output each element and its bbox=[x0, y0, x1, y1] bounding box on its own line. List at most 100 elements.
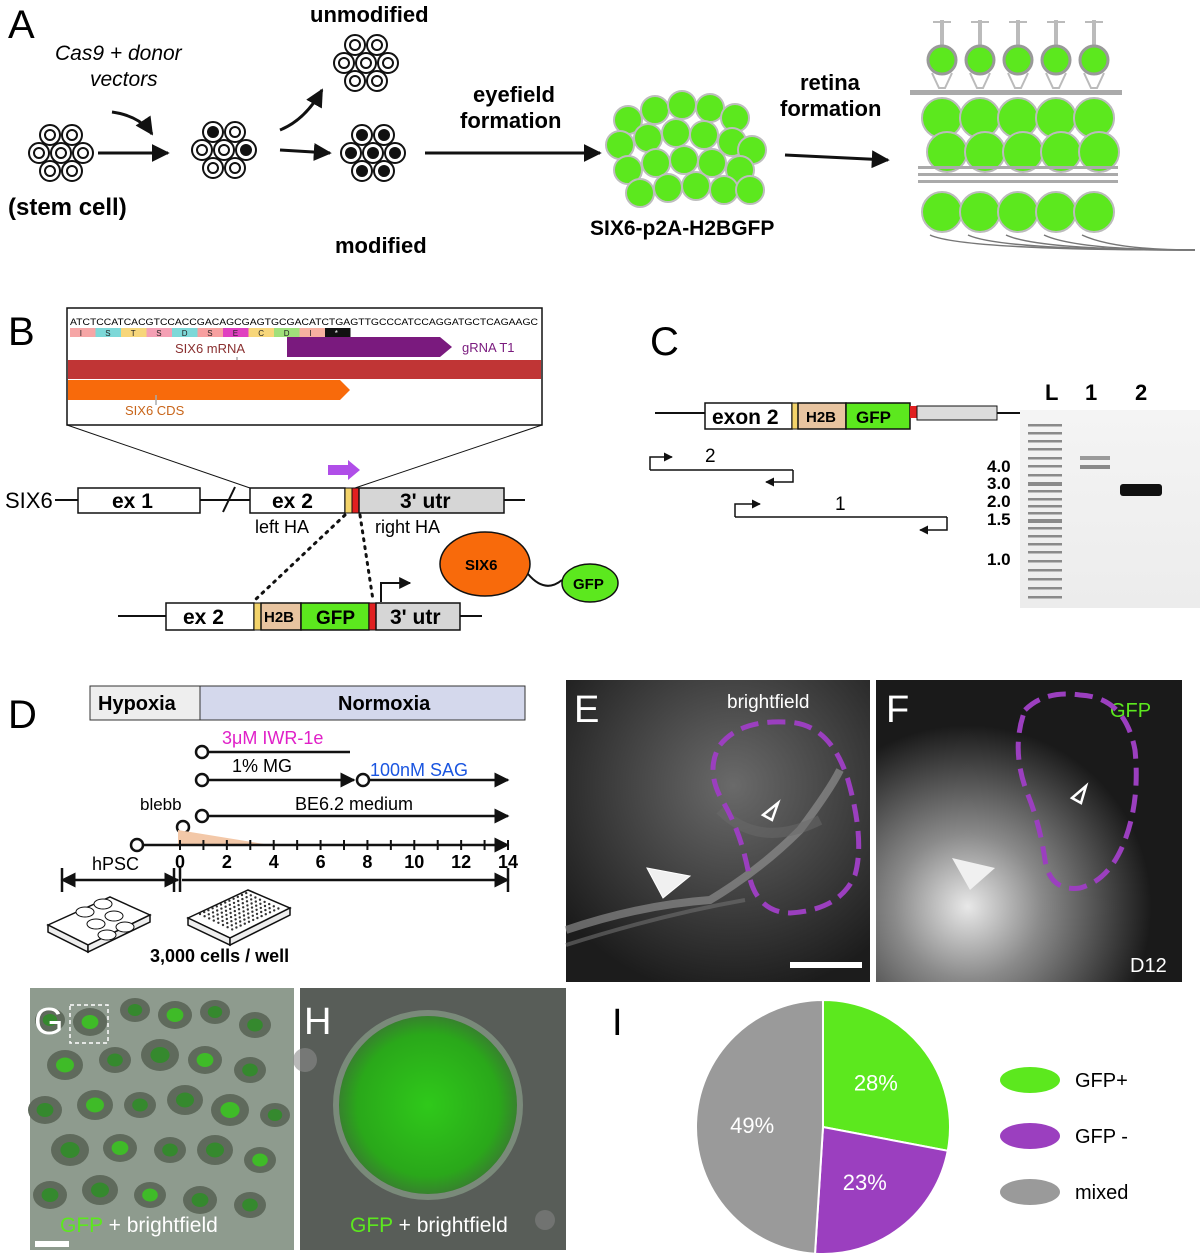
panel-h: H GFP + brightfield bbox=[293, 988, 566, 1250]
donor-ex2-label: ex 2 bbox=[183, 606, 224, 629]
panel-f: F GFP D12 bbox=[876, 680, 1182, 982]
pie-legend: GFP+ GFP - mixed bbox=[1000, 1067, 1128, 1205]
stem-cell-label: (stem cell) bbox=[8, 194, 127, 221]
day-tick-label: 2 bbox=[222, 852, 232, 872]
arrow-to-modified bbox=[279, 143, 332, 162]
eyefield-cell bbox=[709, 175, 739, 205]
amino-acid-letter: T bbox=[131, 329, 136, 338]
eyefield-cell bbox=[689, 120, 719, 150]
ladder-label-3: 3.0 bbox=[987, 474, 1011, 493]
protein-tag-label: GFP bbox=[573, 576, 604, 593]
legend-swatch-1 bbox=[1000, 1123, 1060, 1149]
amino-acid-letter: I bbox=[80, 329, 82, 338]
gfp-image bbox=[876, 680, 1182, 982]
modified-label: modified bbox=[335, 233, 427, 258]
96-well-plate bbox=[186, 889, 292, 947]
photoreceptor bbox=[926, 44, 958, 76]
panel-g: G GFP + brightfield bbox=[28, 988, 294, 1250]
retina-diagram bbox=[910, 20, 1196, 251]
ladder-label-15: 1.5 bbox=[987, 510, 1011, 529]
day-tick-label: 0 bbox=[175, 852, 185, 872]
pie-label-1: 23% bbox=[843, 1170, 887, 1195]
mrna-label: SIX6 mRNA bbox=[175, 341, 245, 356]
amino-acid-letter: I bbox=[309, 329, 311, 338]
c-gfp-label: GFP bbox=[856, 408, 891, 427]
ladder-label-4: 4.0 bbox=[987, 457, 1011, 476]
stem-cell-cluster bbox=[28, 124, 94, 182]
amino-acid-letter: C bbox=[258, 329, 264, 338]
amino-acid-letter: S bbox=[207, 329, 212, 338]
gfp-channel-label: GFP bbox=[1110, 700, 1151, 722]
day-label: D12 bbox=[1130, 955, 1167, 977]
lane-label-1: 1 bbox=[1085, 380, 1097, 405]
eyefield-blob bbox=[605, 90, 767, 208]
day-tick-label: 12 bbox=[451, 852, 471, 872]
panel-a: A (stem cell) Cas9 + donor vectors unmod… bbox=[8, 2, 1196, 258]
e-scale-bar bbox=[790, 962, 862, 968]
amino-acid-letter: E bbox=[233, 329, 238, 338]
pie-label-2: 49% bbox=[730, 1113, 774, 1138]
eyefield-cell bbox=[735, 175, 765, 205]
amino-acid-letter: * bbox=[335, 329, 338, 338]
mrna-bar bbox=[68, 360, 541, 379]
photoreceptor bbox=[1040, 44, 1072, 76]
cds-arrow bbox=[68, 380, 350, 400]
eyefield-cell bbox=[669, 145, 699, 175]
edited-cluster bbox=[191, 121, 257, 179]
amino-acid-letter: S bbox=[105, 329, 110, 338]
panel-f-letter: F bbox=[886, 689, 909, 731]
gfp-label: GFP bbox=[316, 608, 355, 629]
pie-slice-2 bbox=[695, 998, 824, 1255]
cells-label: 3,000 cells / well bbox=[150, 946, 289, 966]
eyefield-cell bbox=[640, 95, 670, 125]
eyefield-cell bbox=[695, 93, 725, 123]
c-exon-box bbox=[704, 402, 793, 430]
f-open-arrowhead bbox=[1069, 782, 1089, 805]
reporter-label: SIX6-p2A-H2BGFP bbox=[590, 217, 774, 240]
donor-line-2: vectors bbox=[90, 68, 158, 91]
grna-label: gRNA T1 bbox=[462, 340, 515, 355]
grna-site-arrow bbox=[328, 460, 360, 480]
six-well-plate bbox=[46, 896, 152, 954]
six6-protein bbox=[439, 531, 531, 597]
legend-swatch-2 bbox=[1000, 1179, 1060, 1205]
panel-c: C exon 2 H2B GFP 2 1 L 1 2 4.0 3.0 2.0 1… bbox=[649, 320, 1200, 608]
gfp-tag bbox=[561, 563, 619, 603]
retina-line-1: retina bbox=[800, 70, 861, 95]
exon-1-box bbox=[77, 487, 201, 514]
sag-label: 100nM SAG bbox=[370, 760, 468, 780]
g-scale-bar bbox=[35, 1241, 69, 1247]
lane-1-band-upper bbox=[1080, 456, 1110, 460]
panel-b: B ATCTCCATCACGTCCACCGACAGCGAGTGCGACATCTG… bbox=[5, 307, 619, 631]
exon-2-box bbox=[249, 487, 346, 514]
blebb-label: blebb bbox=[140, 795, 182, 814]
retina-line-2: formation bbox=[780, 96, 881, 121]
exon-1-label: ex 1 bbox=[112, 490, 153, 513]
left-ha-label: left HA bbox=[255, 517, 309, 537]
amino-acid-letter: S bbox=[156, 329, 161, 338]
h2b-box bbox=[260, 602, 302, 631]
cds-label: SIX6 CDS bbox=[125, 403, 185, 418]
c-h2b-label: H2B bbox=[806, 409, 836, 426]
ladder-label-2: 2.0 bbox=[987, 492, 1011, 511]
legend-label-0: GFP+ bbox=[1075, 1070, 1128, 1092]
donor-utr-box bbox=[375, 602, 461, 631]
primer-2-label: 2 bbox=[705, 446, 716, 467]
h-caption: GFP + brightfield bbox=[350, 1214, 508, 1237]
normoxia-box bbox=[199, 685, 526, 721]
gene-label: SIX6 bbox=[5, 488, 53, 513]
panel-e-letter: E bbox=[574, 689, 599, 731]
legend-label-2: mixed bbox=[1075, 1182, 1128, 1204]
eyefield-cell bbox=[697, 148, 727, 178]
legend-label-1: GFP - bbox=[1075, 1126, 1128, 1148]
donor-ex2-box bbox=[165, 602, 255, 631]
ladder-bands bbox=[1028, 424, 1062, 599]
mg-label: 1% MG bbox=[232, 756, 292, 776]
amino-acid-letter: D bbox=[182, 329, 188, 338]
g-caption: GFP + brightfield bbox=[60, 1214, 218, 1237]
utr-label: 3' utr bbox=[400, 490, 451, 513]
lane-label-l: L bbox=[1045, 380, 1058, 405]
donor-utr-label: 3' utr bbox=[390, 606, 441, 629]
promoter-arrow bbox=[380, 577, 412, 602]
